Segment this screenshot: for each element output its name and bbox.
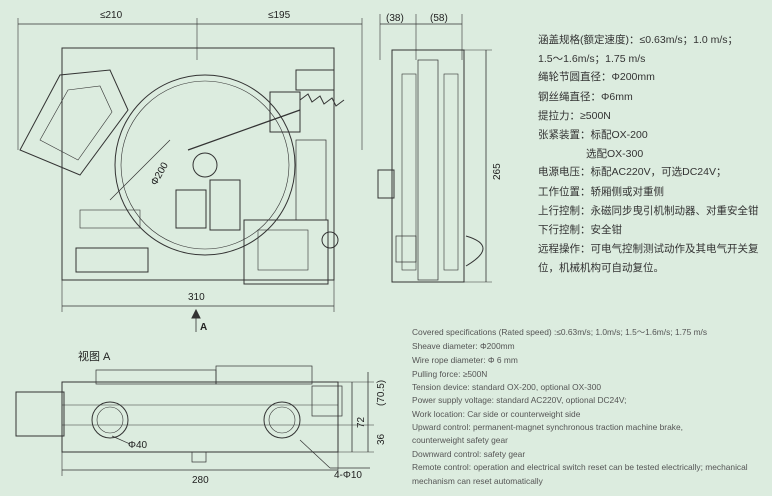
dim-front-bottom: 310 bbox=[188, 292, 205, 303]
spec-en-line: Tension device: standard OX-200, optiona… bbox=[412, 382, 602, 392]
dim-right-c: 36 bbox=[376, 433, 387, 445]
dim-sheave-dia: Φ200 bbox=[149, 160, 171, 187]
dim-right-a: (70.5) bbox=[376, 380, 387, 406]
spec-en-line: counterweight safety gear bbox=[412, 435, 508, 445]
dim-hole-dia: Φ40 bbox=[128, 440, 148, 451]
spec-en-line: Downward control: safety gear bbox=[412, 449, 526, 459]
spec-cn-line: 电源电压：标配AC220V，可选DC24V； bbox=[538, 166, 727, 178]
spec-cn-line: 钢丝绳直径：Φ6mm bbox=[538, 91, 633, 103]
spec-cn-line: 上行控制：永磁同步曳引机制动器、对重安全钳 bbox=[538, 205, 759, 217]
spec-en-line: Pulling force: ≥500N bbox=[412, 369, 488, 379]
spec-en-line: mechanism can reset automatically bbox=[412, 476, 543, 486]
view-a bbox=[15, 365, 374, 476]
spec-en-line: Remote control: operation and electrical… bbox=[412, 462, 748, 472]
dim-right-b: 72 bbox=[356, 416, 367, 428]
spec-cn-line: 1.5～1.6m/s；1.75 m/s bbox=[538, 53, 646, 65]
spec-cn-line: 选配OX-300 bbox=[586, 148, 644, 160]
front-view bbox=[17, 18, 363, 332]
view-a-label: 视图 A bbox=[78, 351, 111, 363]
spec-cn-line: 下行控制：安全钳 bbox=[538, 224, 622, 236]
arrow-label: A bbox=[200, 322, 207, 333]
dim-side-top-right: (58) bbox=[430, 13, 448, 24]
spec-cn-line: 提拉力：≥500N bbox=[538, 110, 611, 122]
spec-cn-line: 涵盖规格(额定速度)：≤0.63m/s；1.0 m/s； bbox=[538, 34, 739, 46]
spec-cn-line: 位，机械机构可自动复位。 bbox=[538, 262, 664, 274]
spec-cn-line: 绳轮节圆直径：Φ200mm bbox=[538, 71, 655, 83]
side-view bbox=[377, 14, 492, 283]
spec-en-line: Sheave diameter: Φ200mm bbox=[412, 341, 515, 351]
spec-cn-line: 工作位置：轿厢侧或对重侧 bbox=[538, 186, 664, 198]
dim-bottom-width: 280 bbox=[192, 475, 209, 486]
spec-en-line: Work location: Car side or counterweight… bbox=[412, 409, 581, 419]
spec-en-line: Wire rope diameter: Φ 6 mm bbox=[412, 355, 518, 365]
dim-side-top-left: (38) bbox=[386, 13, 404, 24]
spec-en-line: Covered specifications (Rated speed) :≤0… bbox=[412, 327, 708, 337]
spec-en-line: Power supply voltage: standard AC220V, o… bbox=[412, 395, 627, 405]
dim-bolt-holes: 4-Φ10 bbox=[334, 470, 362, 481]
spec-en-line: Upward control: permanent-magnet synchro… bbox=[412, 422, 683, 432]
dim-side-height: 265 bbox=[492, 163, 503, 180]
spec-cn-line: 远程操作：可电气控制测试动作及其电气开关复 bbox=[538, 243, 759, 255]
dim-front-top-left: ≤210 bbox=[100, 10, 123, 21]
spec-cn-line: 张紧装置：标配OX-200 bbox=[538, 129, 648, 141]
dim-front-top-right: ≤195 bbox=[268, 10, 291, 21]
